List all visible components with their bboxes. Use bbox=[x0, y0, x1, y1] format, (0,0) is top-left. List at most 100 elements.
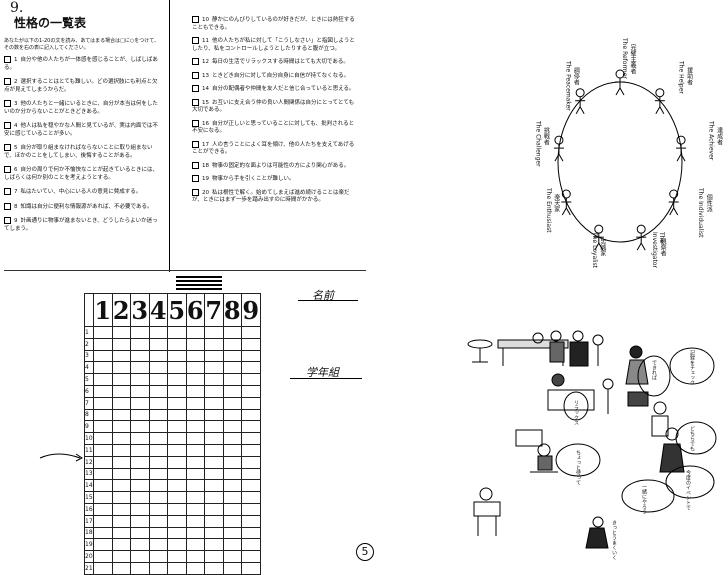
grid-cell[interactable] bbox=[204, 467, 224, 481]
grid-cell[interactable] bbox=[93, 361, 113, 375]
checkbox[interactable] bbox=[192, 58, 199, 65]
grid-cell[interactable] bbox=[148, 538, 168, 552]
grid-cell[interactable] bbox=[185, 455, 205, 469]
grid-cell[interactable] bbox=[222, 443, 242, 457]
grid-cell[interactable] bbox=[241, 526, 261, 540]
grid-cell[interactable] bbox=[167, 396, 187, 410]
grid-cell[interactable] bbox=[185, 408, 205, 422]
grid-cell[interactable] bbox=[204, 373, 224, 386]
grid-cell[interactable] bbox=[204, 432, 224, 445]
grid-cell[interactable] bbox=[222, 432, 242, 445]
grid-cell[interactable] bbox=[130, 384, 150, 398]
grid-cell[interactable] bbox=[241, 550, 261, 563]
grid-cell[interactable] bbox=[185, 479, 205, 493]
grid-cell[interactable] bbox=[111, 384, 131, 398]
grid-cell[interactable] bbox=[130, 326, 150, 339]
grid-cell[interactable] bbox=[185, 514, 205, 528]
grid-cell[interactable] bbox=[93, 420, 113, 434]
grid-cell[interactable] bbox=[204, 396, 224, 410]
grid-cell[interactable] bbox=[241, 467, 261, 481]
grid-cell[interactable] bbox=[185, 384, 205, 398]
grid-cell[interactable] bbox=[148, 514, 168, 528]
grid-cell[interactable] bbox=[222, 408, 242, 422]
checkbox[interactable] bbox=[192, 16, 199, 23]
grid-cell[interactable] bbox=[148, 491, 168, 504]
grid-cell[interactable] bbox=[241, 408, 261, 422]
grid-cell[interactable] bbox=[204, 502, 224, 516]
grid-cell[interactable] bbox=[130, 408, 150, 422]
grid-cell[interactable] bbox=[204, 443, 224, 457]
grid-cell[interactable] bbox=[167, 479, 187, 493]
grid-cell[interactable] bbox=[111, 526, 131, 540]
grid-cell[interactable] bbox=[93, 550, 113, 563]
grid-cell[interactable] bbox=[93, 349, 113, 363]
checkbox[interactable] bbox=[4, 56, 11, 63]
grid-cell[interactable] bbox=[167, 467, 187, 481]
grid-cell[interactable] bbox=[185, 396, 205, 410]
grid-cell[interactable] bbox=[204, 337, 224, 351]
grid-cell[interactable] bbox=[148, 443, 168, 457]
grid-cell[interactable] bbox=[93, 526, 113, 540]
grid-cell[interactable] bbox=[167, 408, 187, 422]
grid-cell[interactable] bbox=[167, 337, 187, 351]
grid-cell[interactable] bbox=[93, 337, 113, 351]
grid-cell[interactable] bbox=[111, 432, 131, 445]
grid-cell[interactable] bbox=[93, 467, 113, 481]
grid-cell[interactable] bbox=[167, 432, 187, 445]
checkbox[interactable] bbox=[4, 188, 11, 195]
grid-cell[interactable] bbox=[241, 455, 261, 469]
grid-cell[interactable] bbox=[185, 373, 205, 386]
grid-cell[interactable] bbox=[167, 384, 187, 398]
grid-cell[interactable] bbox=[111, 396, 131, 410]
grid-cell[interactable] bbox=[111, 443, 131, 457]
grid-cell[interactable] bbox=[93, 326, 113, 339]
grid-cell[interactable] bbox=[130, 349, 150, 363]
checkbox[interactable] bbox=[192, 37, 199, 44]
checkbox[interactable] bbox=[4, 100, 11, 107]
grid-cell[interactable] bbox=[130, 550, 150, 563]
grid-cell[interactable] bbox=[93, 491, 113, 504]
grid-cell[interactable] bbox=[222, 384, 242, 398]
grid-cell[interactable] bbox=[111, 373, 131, 386]
grid-cell[interactable] bbox=[111, 361, 131, 375]
grid-cell[interactable] bbox=[167, 420, 187, 434]
grid-cell[interactable] bbox=[130, 396, 150, 410]
grid-cell[interactable] bbox=[148, 502, 168, 516]
grid-cell[interactable] bbox=[185, 349, 205, 363]
grid-cell[interactable] bbox=[185, 420, 205, 434]
checkbox[interactable] bbox=[4, 202, 11, 210]
grid-cell[interactable] bbox=[93, 502, 113, 516]
grid-cell[interactable] bbox=[241, 396, 261, 410]
grid-cell[interactable] bbox=[130, 361, 150, 375]
grid-cell[interactable] bbox=[148, 361, 168, 375]
grid-cell[interactable] bbox=[111, 349, 131, 363]
grid-cell[interactable] bbox=[167, 361, 187, 375]
grid-cell[interactable] bbox=[167, 443, 187, 457]
checkbox[interactable] bbox=[192, 140, 199, 148]
grid-cell[interactable] bbox=[148, 326, 168, 339]
grid-cell[interactable] bbox=[222, 491, 242, 504]
grid-cell[interactable] bbox=[111, 420, 131, 434]
grid-cell[interactable] bbox=[111, 502, 131, 516]
grid-cell[interactable] bbox=[111, 479, 131, 493]
grid-cell[interactable] bbox=[111, 514, 131, 528]
grid-cell[interactable] bbox=[241, 538, 261, 552]
grid-cell[interactable] bbox=[111, 561, 131, 575]
grid-cell[interactable] bbox=[167, 326, 187, 339]
grid-cell[interactable] bbox=[204, 420, 224, 434]
grid-cell[interactable] bbox=[185, 550, 205, 563]
grid-cell[interactable] bbox=[111, 455, 131, 469]
grid-cell[interactable] bbox=[185, 467, 205, 481]
grid-cell[interactable] bbox=[241, 361, 261, 375]
grid-cell[interactable] bbox=[241, 337, 261, 351]
grid-cell[interactable] bbox=[148, 396, 168, 410]
grid-cell[interactable] bbox=[130, 443, 150, 457]
grid-cell[interactable] bbox=[222, 479, 242, 493]
grid-cell[interactable] bbox=[241, 479, 261, 493]
grid-cell[interactable] bbox=[204, 491, 224, 504]
grid-cell[interactable] bbox=[167, 491, 187, 504]
grid-cell[interactable] bbox=[185, 443, 205, 457]
grid-cell[interactable] bbox=[204, 514, 224, 528]
checkbox[interactable] bbox=[192, 71, 199, 79]
grid-cell[interactable] bbox=[241, 326, 261, 339]
